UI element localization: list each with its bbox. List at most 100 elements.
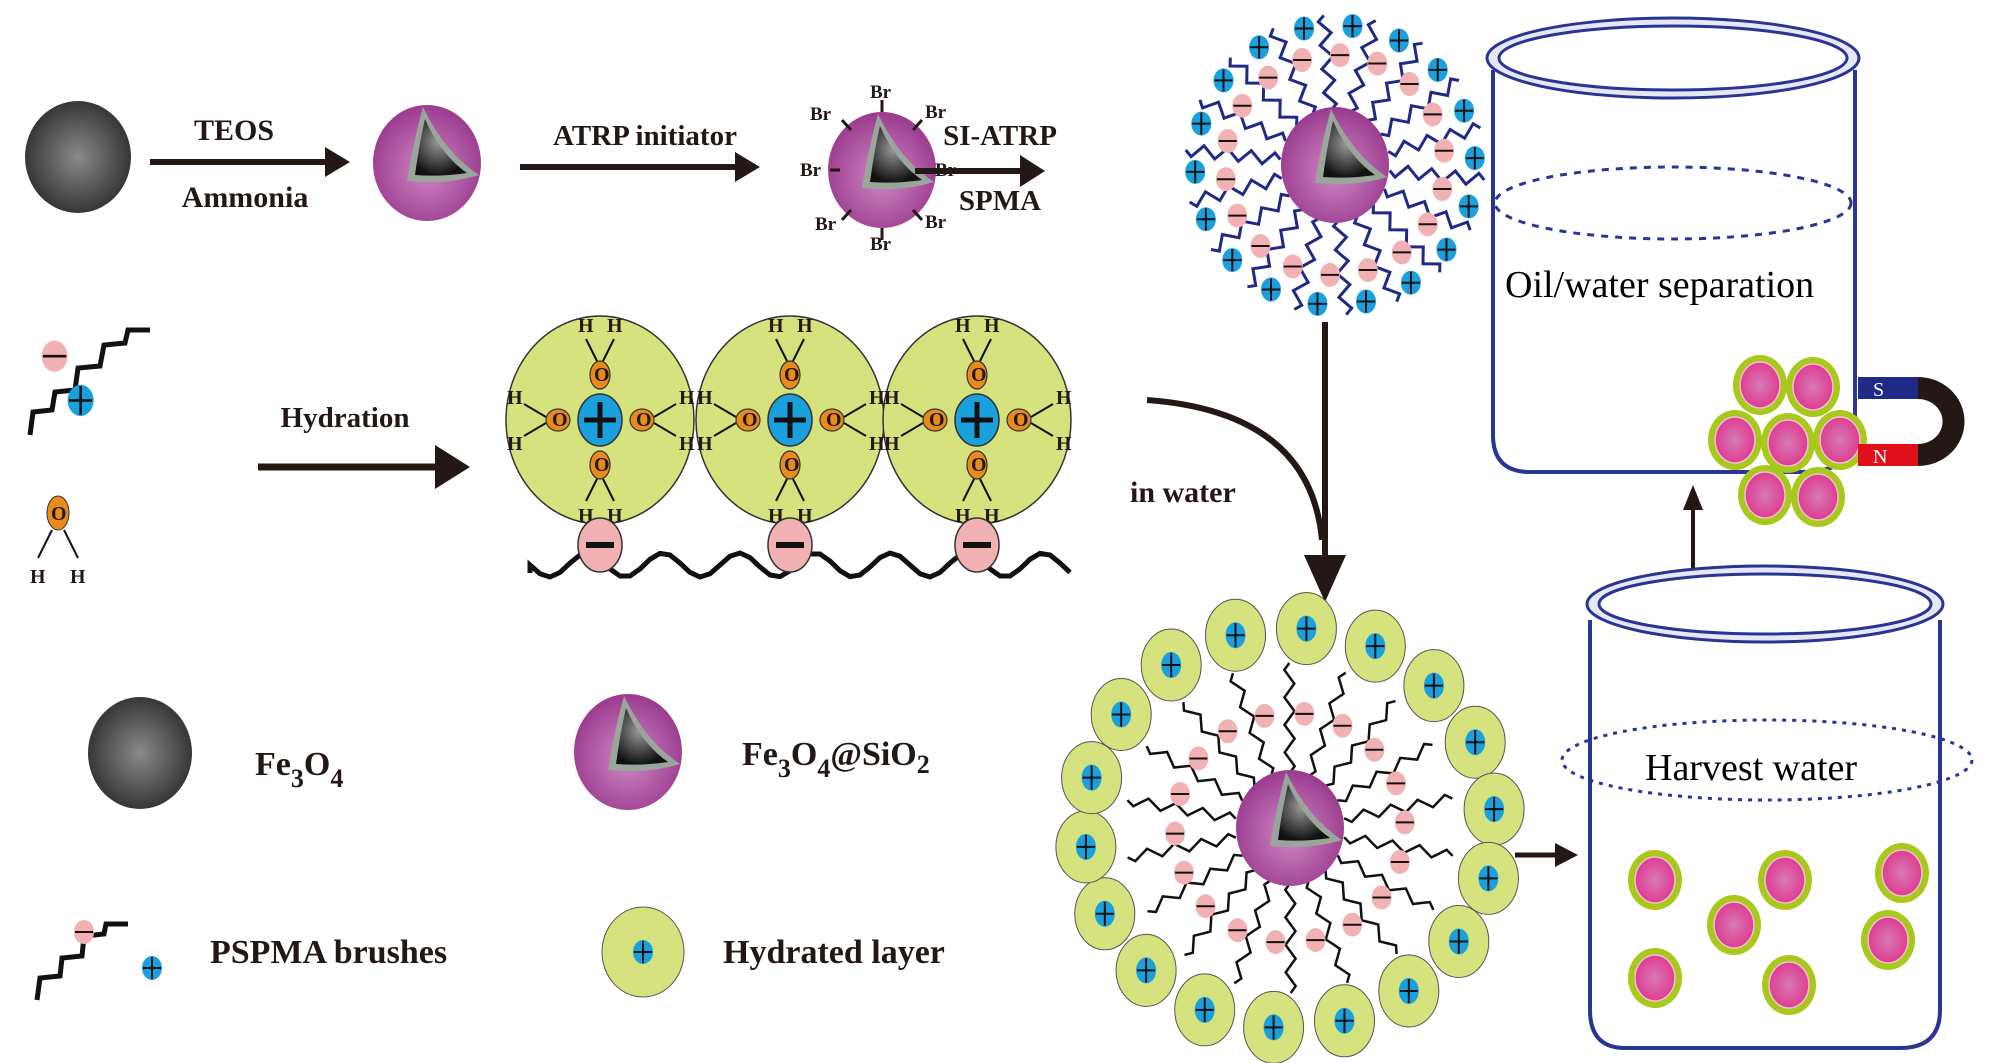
svg-text:O: O — [971, 364, 987, 386]
anion-group — [1173, 859, 1195, 886]
anion-group — [1214, 166, 1237, 193]
beaker-oil-water — [1485, 16, 1861, 474]
sulfonate-anion — [954, 517, 1000, 573]
hydrated-cation — [1402, 648, 1465, 723]
anion-group — [1226, 917, 1249, 944]
anion-group — [1319, 261, 1341, 288]
br-label: Br — [870, 82, 892, 103]
label-oil-water-separation: Oil/water separation — [1505, 264, 1814, 306]
anion-group — [1291, 47, 1314, 73]
legend-hydrated-label: Hydrated layer — [723, 934, 945, 971]
br-label: Br — [815, 214, 837, 235]
anion-group — [1329, 42, 1351, 69]
legend-fe3o4-sio2-label: Fe3O4@SiO2 — [742, 736, 930, 783]
polymer-chain — [1126, 797, 1237, 822]
label-teos: TEOS — [194, 114, 274, 147]
polymer-chain — [1291, 216, 1324, 311]
arrow-si-atrp — [915, 155, 1045, 187]
svg-text:H: H — [507, 387, 523, 409]
magnet: S N — [1858, 377, 1965, 468]
polymer-chain — [1331, 218, 1354, 316]
cation-counterion — [1426, 56, 1449, 83]
anion-group — [1370, 884, 1393, 911]
polymer-chain — [1307, 671, 1347, 778]
arrow-teos — [150, 147, 350, 177]
anion-group — [1194, 893, 1217, 920]
label-hydration: Hydration — [281, 402, 410, 434]
cation-counterion — [1293, 15, 1315, 42]
polymer-chain — [1324, 699, 1396, 787]
dispersed-particles — [1627, 842, 1930, 1016]
anion-group — [1398, 71, 1421, 97]
polymer-chain — [1343, 834, 1454, 859]
anion-group — [1388, 849, 1411, 875]
hydrated-cation — [1073, 876, 1136, 951]
cation-counterion — [1212, 67, 1235, 94]
anion-group — [1416, 211, 1439, 238]
water-molecule: O H H — [30, 495, 86, 588]
hydrated-brush-particle — [1054, 591, 1526, 1063]
hydrated-cation — [1204, 598, 1267, 673]
svg-text:H: H — [679, 387, 695, 409]
anion-group — [1226, 202, 1249, 229]
anion-group — [1421, 101, 1444, 128]
hydrated-cation — [1090, 677, 1153, 752]
pspma-brush-particle — [1184, 13, 1486, 317]
beaker-harvest — [1560, 564, 1974, 1050]
arrow-in-water — [1146, 322, 1346, 602]
legend: Fe3O4 Fe3O4@SiO2 PSPMA brushes Hydrated … — [34, 694, 945, 1001]
svg-text:H: H — [797, 315, 813, 337]
polymer-chain — [1336, 854, 1435, 911]
legend-fe3o4-swatch — [88, 697, 192, 809]
svg-text:H: H — [955, 315, 971, 337]
fe3o4-particle — [25, 101, 131, 213]
polymer-chain — [1383, 188, 1472, 231]
anion-group — [1363, 736, 1386, 763]
svg-text:O: O — [784, 364, 800, 386]
anion-group — [1257, 64, 1280, 91]
anion-group — [1331, 712, 1354, 739]
svg-text:H: H — [869, 387, 885, 409]
svg-text:H: H — [697, 387, 713, 409]
anion-group — [1341, 911, 1364, 938]
svg-text:H: H — [984, 315, 1000, 337]
cation-counterion — [1453, 97, 1476, 124]
polymer-chain — [1305, 879, 1351, 984]
legend-fe3o4-sio2-swatch — [574, 694, 682, 810]
polymer-chain — [1210, 192, 1290, 253]
particle-cluster — [1707, 354, 1868, 528]
svg-text:O: O — [594, 364, 610, 386]
polymer-chain — [1388, 164, 1486, 187]
polymer-chain — [1184, 143, 1282, 166]
cation-counterion — [1260, 276, 1282, 303]
label-in-water: in water — [1130, 476, 1236, 509]
polymer-chain — [1127, 832, 1237, 863]
cation-counterion — [1457, 193, 1480, 220]
polymer-chain — [1268, 27, 1318, 116]
hydrated-cation — [1463, 772, 1526, 847]
cation-counterion — [1306, 290, 1329, 317]
anion-group — [1264, 929, 1287, 956]
hydrated-cation — [1427, 904, 1490, 979]
cation-counterion — [1194, 206, 1217, 233]
polymer-chain — [1324, 869, 1398, 954]
polymer-chain — [1337, 742, 1433, 803]
polymer-chain — [1229, 672, 1275, 777]
br-label: Br — [800, 160, 822, 181]
svg-text:H: H — [768, 315, 784, 337]
cation-counterion — [1388, 27, 1410, 54]
arrow-atrp-initiator — [520, 152, 760, 182]
legend-pspma-swatch — [34, 919, 163, 1001]
svg-text:H: H — [1056, 433, 1072, 455]
label-ammonia: Ammonia — [182, 181, 309, 214]
svg-text:O: O — [1013, 409, 1029, 431]
cation-counterion — [1341, 13, 1364, 40]
hydrated-cation — [1313, 983, 1376, 1058]
sulfonate-anion — [767, 517, 813, 573]
anion-group — [1366, 50, 1389, 77]
anion-group — [1433, 137, 1456, 164]
polymer-chain — [1316, 14, 1339, 112]
